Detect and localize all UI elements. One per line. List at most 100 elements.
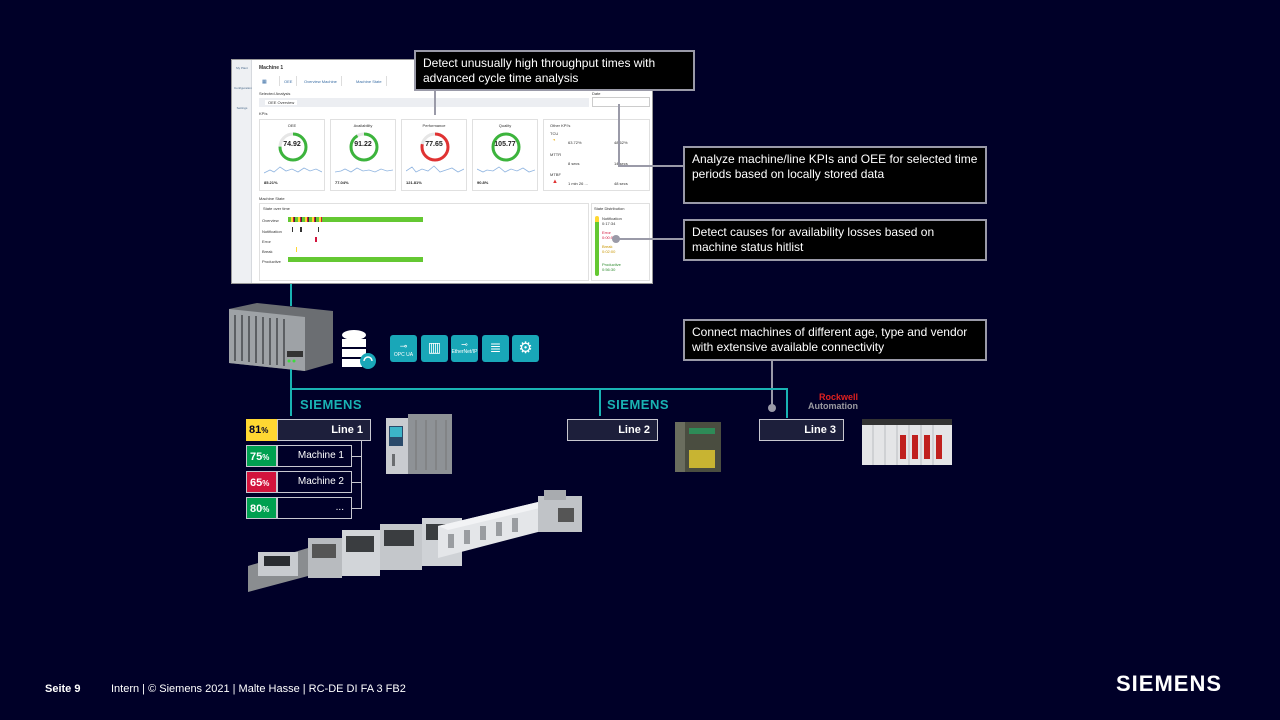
tcu-icon: ◔ bbox=[552, 138, 556, 144]
ethernet-ip-label: EtherNet/IP bbox=[451, 349, 478, 355]
plc-s7-300-image bbox=[675, 422, 721, 472]
distribution-item: Error bbox=[602, 230, 611, 235]
distribution-item: Productive bbox=[602, 262, 621, 267]
tab-grid[interactable]: ▦ bbox=[258, 76, 280, 86]
distribution-bar bbox=[595, 216, 599, 276]
sidebar-item-my-plant[interactable]: My Plant bbox=[236, 66, 248, 70]
callout-connector bbox=[434, 91, 436, 115]
callout-connector bbox=[616, 238, 684, 240]
kpi-value: 77.65 bbox=[425, 141, 443, 148]
date-label: Date bbox=[592, 91, 601, 96]
kpi-title: Performance bbox=[422, 123, 446, 128]
tcu-right-value: 48.62% bbox=[614, 140, 628, 145]
kpi-sparkline bbox=[477, 166, 535, 173]
network-bus bbox=[290, 388, 787, 390]
machine3-box[interactable]: ... bbox=[277, 497, 352, 519]
kpi-card-performance: Performance 77.65 121.81% bbox=[401, 119, 467, 191]
mttr-value: 8 secs bbox=[568, 161, 580, 166]
machine1-box[interactable]: Machine 1 bbox=[277, 445, 352, 467]
tab-machine-state[interactable]: Machine State bbox=[352, 76, 387, 86]
other-kpis-title: Other KPI's bbox=[550, 123, 571, 128]
kpi-card-oee: OEE 74.92 85.21% bbox=[259, 119, 325, 191]
kpi-title: Availability bbox=[353, 123, 373, 128]
kpi-card-quality: Quality 105.77 90.8% bbox=[472, 119, 538, 191]
sidebar-item-settings[interactable]: Settings bbox=[236, 106, 248, 110]
tcu-label: TCU bbox=[550, 131, 559, 136]
opc-ua-label: OPC UA bbox=[393, 352, 414, 358]
dashboard-screenshot: My Plant Configuration Settings Machine … bbox=[231, 59, 653, 284]
overview-bar-detail bbox=[288, 217, 322, 222]
callout-dot bbox=[612, 235, 620, 243]
footer-info: Intern | © Siemens 2021 | Malte Hasse | … bbox=[111, 683, 406, 695]
network-drop-line1 bbox=[290, 388, 292, 416]
rockwell-logo-bottom: Automation bbox=[808, 401, 858, 411]
productive-bar bbox=[288, 257, 423, 262]
kpi-gauge bbox=[420, 132, 450, 162]
distribution-value: 0:17:34 bbox=[602, 221, 616, 226]
line1-tree bbox=[352, 456, 362, 457]
callout-connector bbox=[618, 165, 684, 167]
database-icon: ≣ bbox=[482, 335, 509, 362]
error-mark bbox=[315, 237, 317, 242]
line1-tree bbox=[352, 508, 362, 509]
tab-oee[interactable]: OEE bbox=[280, 76, 298, 86]
line2-box[interactable]: Line 2 bbox=[567, 419, 658, 441]
kpi-sparkline bbox=[406, 165, 464, 173]
kpi-value: 105.77 bbox=[494, 141, 516, 148]
distribution-value: 0:02:00 bbox=[602, 249, 616, 254]
callout-connector bbox=[771, 361, 773, 407]
kpi-value: 74.92 bbox=[283, 141, 301, 148]
mtbf-label: MTBF bbox=[550, 172, 561, 177]
state-row-label: Error bbox=[262, 239, 271, 244]
mtbf-right-value: 48 secs bbox=[614, 181, 628, 186]
kpi-gauge bbox=[491, 132, 521, 162]
callout-availability: Detect causes for availability losses ba… bbox=[683, 219, 987, 261]
analysis-select[interactable]: OEE Overview bbox=[259, 98, 589, 107]
selected-analysis-label: Selected Analysis bbox=[259, 91, 291, 96]
line1-box[interactable]: Line 1 bbox=[277, 419, 371, 441]
gear-icon: ⚙ bbox=[512, 335, 539, 362]
state-distribution-title: State Distribution bbox=[594, 206, 625, 211]
kpi-bottom-value: 121.81% bbox=[406, 180, 422, 185]
date-picker[interactable] bbox=[592, 97, 650, 107]
kpi-bottom-value: 85.21% bbox=[264, 180, 278, 185]
machine-title[interactable]: Machine 1 bbox=[259, 65, 284, 71]
state-over-time-title: State over time bbox=[263, 206, 290, 211]
kpi-sparkline bbox=[264, 166, 322, 174]
ethernet-ip-icon: ⊸EtherNet/IP bbox=[451, 335, 478, 362]
callout-kpis: Analyze machine/line KPIs and OEE for se… bbox=[683, 146, 987, 204]
device-config-icon: ▥ bbox=[421, 335, 448, 362]
siemens-logo-line2: SIEMENS bbox=[607, 397, 670, 412]
distribution-value: 0:00:58 bbox=[602, 235, 616, 240]
siemens-footer-logo: SIEMENS bbox=[1116, 671, 1223, 696]
kpi-value: 91.22 bbox=[354, 141, 372, 148]
kpis-label: KPIs bbox=[259, 111, 268, 116]
callout-connectivity: Connect machines of different age, type … bbox=[683, 319, 987, 361]
kpi-bottom-value: 77.04% bbox=[335, 180, 349, 185]
rockwell-logo-top: Rockwell bbox=[818, 392, 858, 402]
other-kpis-card: Other KPI's TCU ◔ 63.72% 48.62% MTTR 8 s… bbox=[543, 119, 650, 191]
network-line bbox=[290, 369, 292, 389]
dashboard-sidebar: My Plant Configuration Settings bbox=[232, 60, 252, 283]
edge-device-image bbox=[229, 303, 333, 371]
production-line-image bbox=[248, 490, 582, 592]
machine2-box[interactable]: Machine 2 bbox=[277, 471, 352, 493]
kpi-bottom-value: 90.8% bbox=[477, 180, 489, 185]
kpi-gauge bbox=[349, 132, 379, 162]
line1-tree bbox=[361, 441, 362, 509]
sidebar-item-configuration[interactable]: Configuration bbox=[234, 86, 252, 90]
line3-box[interactable]: Line 3 bbox=[759, 419, 844, 441]
kpi-title: Quality bbox=[498, 123, 512, 128]
siemens-logo-line1: SIEMENS bbox=[300, 397, 363, 412]
state-row-label: Overview bbox=[262, 218, 279, 223]
mttr-label: MTTR bbox=[550, 152, 562, 157]
kpi-sparkline bbox=[335, 167, 393, 173]
state-row-label: Notification bbox=[262, 229, 282, 234]
state-row-label: Productive bbox=[262, 259, 281, 264]
tab-overview-machine[interactable]: Overview Machine bbox=[300, 76, 342, 86]
machine1-oee-badge: 75% bbox=[246, 445, 277, 467]
page-number: Seite 9 bbox=[45, 683, 81, 695]
kpi-title: OEE bbox=[287, 123, 297, 128]
distribution-item: Break bbox=[602, 244, 613, 249]
machine3-oee-badge: 80% bbox=[246, 497, 277, 519]
